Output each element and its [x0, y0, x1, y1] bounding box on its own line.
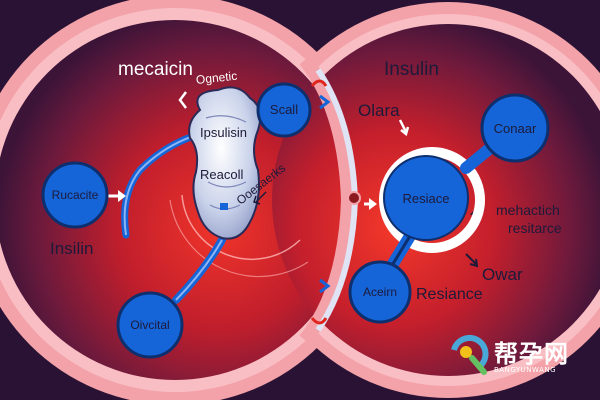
node-oivcital — [116, 291, 184, 359]
node-aceirn — [348, 260, 412, 324]
channel-node — [347, 191, 361, 205]
node-label-scall: Scall — [269, 101, 299, 117]
watermark-subtext: BANGYUNWANG — [494, 366, 557, 374]
organ-mid-label: Ipsulisin — [200, 125, 247, 140]
organ-shape — [188, 86, 262, 240]
left-caption: Insilin — [50, 239, 94, 258]
right-low-label-2: Resiance — [416, 286, 483, 303]
organ-low-label: Reacoll — [200, 167, 244, 182]
node-scall — [256, 82, 312, 138]
watermark-logo-icon — [451, 334, 489, 375]
node-label-rucacite: Rucacite — [51, 188, 99, 202]
organ-arrow — [178, 91, 187, 109]
right-title: Insulin — [384, 59, 439, 80]
node-label-oivcital: Oivcital — [130, 318, 170, 332]
right-mid-label-1: mehactich — [496, 202, 560, 218]
node-label-aceirn: Aceirn — [362, 285, 397, 299]
right-mid-label-2: resitarce — [508, 220, 562, 236]
node-resiace — [383, 155, 469, 241]
arrow-to-pathway — [118, 190, 126, 202]
watermark-text: 帮孕网 — [494, 340, 569, 368]
right-top-label: Olara — [358, 101, 400, 120]
node-conaar — [480, 93, 550, 163]
right-low-label-1: Owar — [482, 265, 523, 284]
left-title: mecaicin — [118, 59, 193, 80]
node-label-resiace: Resiace — [402, 190, 450, 206]
node-label-conaar: Conaar — [493, 120, 537, 136]
node-rucacite — [41, 161, 109, 229]
